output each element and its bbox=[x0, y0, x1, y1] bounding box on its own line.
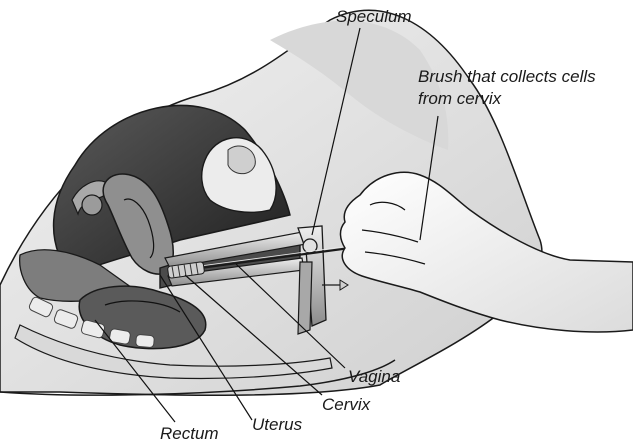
ovary bbox=[82, 195, 102, 215]
label-brush-line2: from cervix bbox=[418, 89, 502, 108]
label-uterus: Uterus bbox=[252, 415, 303, 434]
label-vagina: Vagina bbox=[348, 367, 400, 386]
label-brush-line1: Brush that collects cells bbox=[418, 67, 596, 86]
label-cervix: Cervix bbox=[322, 395, 371, 414]
label-speculum: Speculum bbox=[336, 7, 412, 26]
label-rectum: Rectum bbox=[160, 424, 219, 443]
